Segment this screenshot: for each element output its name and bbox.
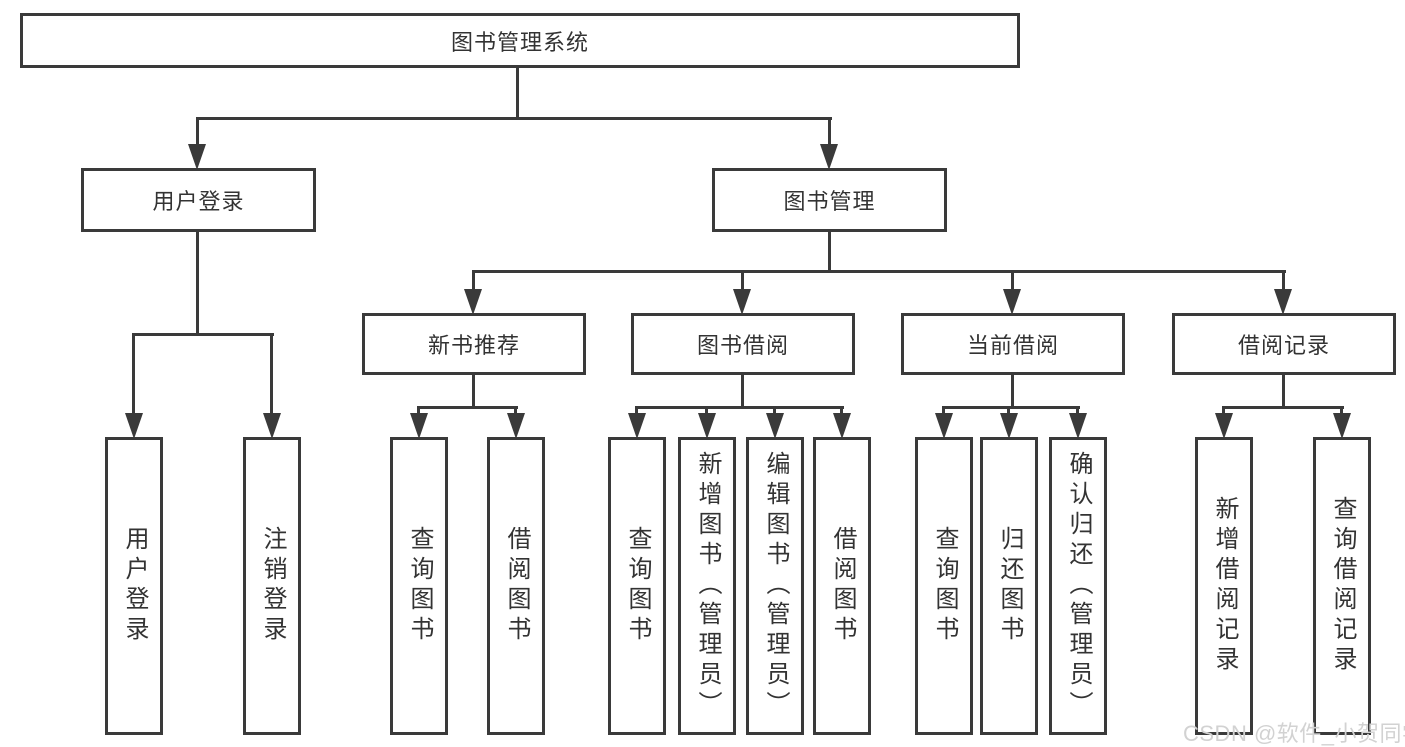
- arrow-down-icon: [188, 144, 206, 170]
- arrow-down-icon: [698, 413, 716, 439]
- connector-drop-leaf: [635, 406, 638, 416]
- node-root: 图书管理系统: [20, 13, 1020, 68]
- connector-drop-leaf: [132, 333, 135, 415]
- connector-drop-leaf: [270, 333, 273, 415]
- node-root-label: 图书管理系统: [450, 29, 589, 55]
- arrow-down-icon: [125, 413, 143, 439]
- arrow-down-icon: [464, 289, 482, 315]
- leaf-borrow-books-2: 借阅图书: [813, 437, 871, 735]
- connector-drop-leaf: [1340, 406, 1343, 416]
- node-new-book-rec: 新书推荐: [362, 313, 586, 375]
- leaf-label: 借阅图书: [503, 526, 530, 646]
- connector-borrow-records-stub: [1282, 375, 1285, 409]
- connector-current-borrow-stub: [1011, 375, 1014, 409]
- arrow-down-icon: [628, 413, 646, 439]
- arrow-down-icon: [1333, 413, 1351, 439]
- arrow-down-icon: [507, 413, 525, 439]
- leaf-return-books: 归还图书: [980, 437, 1038, 735]
- leaf-label: 查询图书: [624, 526, 651, 646]
- connector-drop-leaf: [705, 406, 708, 416]
- node-book-borrow: 图书借阅: [631, 313, 855, 375]
- leaf-user-login: 用户登录: [105, 437, 163, 735]
- leaf-label: 注销登录: [259, 526, 286, 646]
- connector-current-borrow-fork: [943, 406, 1080, 409]
- arrow-down-icon: [1069, 413, 1087, 439]
- arrow-down-icon: [935, 413, 953, 439]
- connector-book-borrow-stub: [741, 375, 744, 409]
- node-current-borrow: 当前借阅: [901, 313, 1125, 375]
- leaf-label: 编辑图书（管理员）: [762, 451, 789, 721]
- connector-drop-leaf: [773, 406, 776, 416]
- csdn-watermark: CSDN @软件_小贺同学: [1183, 721, 1405, 746]
- connector-book-mgmt-stub: [828, 232, 831, 273]
- leaf-logout: 注销登录: [243, 437, 301, 735]
- arrow-down-icon: [1274, 289, 1292, 315]
- leaf-label: 查询图书: [406, 526, 433, 646]
- leaf-confirm-return-admin: 确认归还（管理员）: [1049, 437, 1107, 735]
- connector-drop-book-borrow: [741, 270, 744, 292]
- arrow-down-icon: [766, 413, 784, 439]
- connector-new-book-rec-stub: [472, 375, 475, 409]
- leaf-label: 查询图书: [931, 526, 958, 646]
- node-user-login-label: 用户登录: [152, 189, 245, 214]
- node-new-book-rec-label: 新书推荐: [427, 333, 520, 358]
- leaf-query-books-1: 查询图书: [390, 437, 448, 735]
- connector-borrow-records-fork: [1223, 406, 1344, 409]
- connector-drop-leaf: [840, 406, 843, 416]
- connector-drop-current-borrow: [1011, 270, 1014, 292]
- arrow-down-icon: [1215, 413, 1233, 439]
- leaf-query-books-3: 查询图书: [915, 437, 973, 735]
- leaf-add-borrow-record: 新增借阅记录: [1195, 437, 1253, 735]
- arrow-down-icon: [1000, 413, 1018, 439]
- leaf-add-books-admin: 新增图书（管理员）: [678, 437, 736, 735]
- connector-drop-leaf: [1076, 406, 1079, 416]
- node-book-borrow-label: 图书借阅: [696, 333, 789, 358]
- leaf-label: 归还图书: [996, 526, 1023, 646]
- arrow-down-icon: [263, 413, 281, 439]
- connector-drop-leaf: [1007, 406, 1010, 416]
- leaf-query-borrow-record: 查询借阅记录: [1313, 437, 1371, 735]
- connector-book-mgmt-fork: [473, 270, 1286, 273]
- node-book-mgmt-label: 图书管理: [783, 189, 876, 214]
- arrow-down-icon: [733, 289, 751, 315]
- leaf-edit-books-admin: 编辑图书（管理员）: [746, 437, 804, 735]
- connector-book-borrow-fork: [636, 406, 844, 409]
- arrow-down-icon: [833, 413, 851, 439]
- connector-user-login-fork: [133, 333, 274, 336]
- leaf-label: 借阅图书: [829, 526, 856, 646]
- leaf-borrow-books-1: 借阅图书: [487, 437, 545, 735]
- connector-drop-user-login: [196, 117, 199, 147]
- leaf-label: 确认归还（管理员）: [1065, 451, 1092, 721]
- arrow-down-icon: [410, 413, 428, 439]
- connector-drop-book-mgmt: [828, 117, 831, 147]
- node-borrow-records-label: 借阅记录: [1237, 333, 1330, 358]
- leaf-label: 新增图书（管理员）: [694, 451, 721, 721]
- connector-drop-leaf: [942, 406, 945, 416]
- arrow-down-icon: [1003, 289, 1021, 315]
- node-user-login: 用户登录: [81, 168, 316, 232]
- connector-drop-leaf: [1222, 406, 1225, 416]
- node-book-mgmt: 图书管理: [712, 168, 947, 232]
- leaf-query-books-2: 查询图书: [608, 437, 666, 735]
- connector-drop-leaf: [417, 406, 420, 416]
- connector-new-book-rec-fork: [418, 406, 518, 409]
- connector-root-fork: [197, 117, 832, 120]
- node-borrow-records: 借阅记录: [1172, 313, 1396, 375]
- connector-root-stub: [516, 68, 519, 118]
- connector-drop-borrow-records: [1282, 270, 1285, 292]
- leaf-label: 新增借阅记录: [1211, 496, 1238, 676]
- connector-drop-leaf: [514, 406, 517, 416]
- leaf-label: 查询借阅记录: [1329, 496, 1356, 676]
- connector-user-login-stub: [196, 232, 199, 336]
- leaf-label: 用户登录: [121, 526, 148, 646]
- arrow-down-icon: [820, 144, 838, 170]
- node-current-borrow-label: 当前借阅: [966, 333, 1059, 358]
- connector-drop-new-book-rec: [472, 270, 475, 292]
